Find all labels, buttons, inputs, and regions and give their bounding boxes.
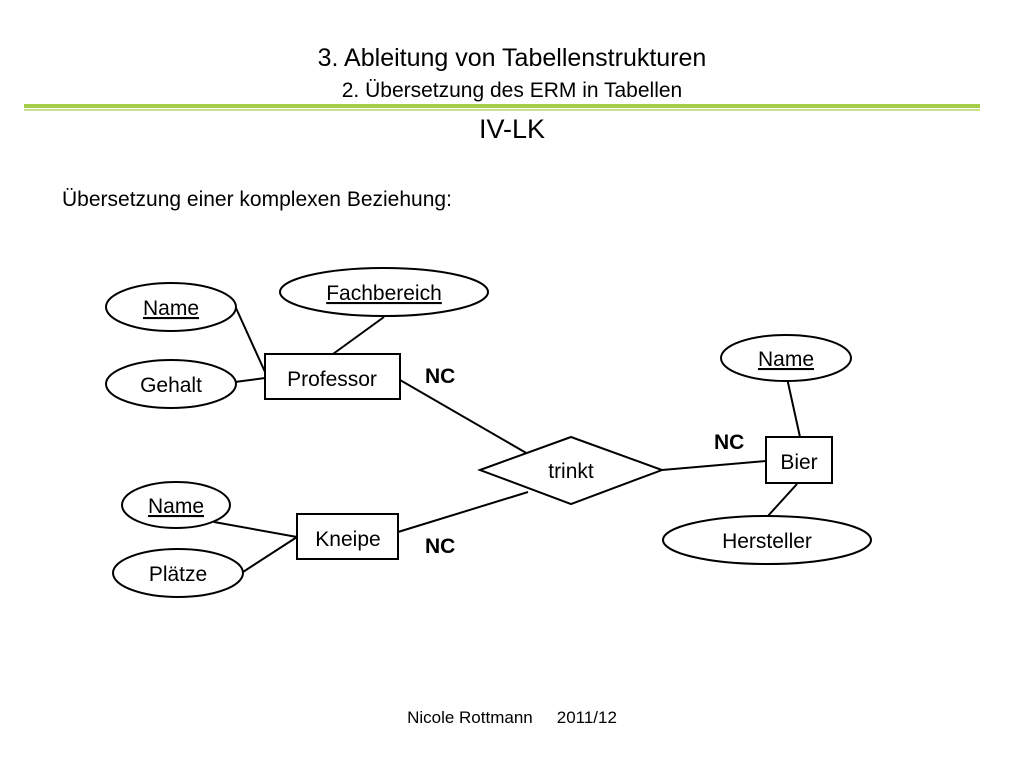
footer-author: Nicole Rottmann [407, 708, 533, 727]
attribute-bier-hersteller-label: Hersteller [722, 530, 812, 553]
attribute-professor-gehalt [105, 359, 237, 409]
line-kneipe-name [213, 521, 298, 538]
attribute-kneipe-plaetze-label: Plätze [149, 563, 207, 586]
attribute-professor-gehalt-label: Gehalt [140, 374, 202, 397]
section-code: IV-LK [478, 114, 546, 144]
page-title: 3. Ableitung von Tabellenstrukturen [317, 44, 707, 72]
cardinality-professor: NC [425, 365, 455, 388]
line-professor-trinkt [399, 379, 529, 455]
relationship-trinkt-label: trinkt [548, 460, 594, 483]
page-subtitle: 2. Übersetzung des ERM in Tabellen [341, 79, 683, 102]
header-divider [24, 104, 980, 108]
header-divider-secondary [24, 109, 980, 111]
attribute-bier-name-label: Name [758, 348, 814, 371]
entity-bier-label: Bier [780, 451, 817, 474]
entity-bier [765, 436, 833, 484]
line-kneipe-plaetze [242, 536, 298, 573]
entity-kneipe-label: Kneipe [315, 528, 380, 551]
footer-date: 2011/12 [556, 708, 617, 727]
attribute-kneipe-name [121, 481, 231, 529]
attribute-professor-name [105, 282, 237, 332]
intro-text: Übersetzung einer komplexen Beziehung: [62, 188, 452, 211]
attribute-professor-fachbereich-label: Fachbereich [326, 282, 442, 305]
line-bier-hersteller [766, 483, 798, 518]
line-bier-name [786, 377, 801, 438]
relationship-trinkt [477, 435, 665, 506]
entity-kneipe [296, 513, 399, 560]
attribute-kneipe-plaetze [112, 548, 244, 598]
attribute-professor-name-label: Name [143, 297, 199, 320]
cardinality-kneipe: NC [425, 535, 455, 558]
line-trinkt-bier [661, 460, 767, 471]
entity-professor [264, 353, 401, 400]
cardinality-bier: NC [714, 431, 744, 454]
line-kneipe-trinkt [397, 491, 529, 533]
footer: Nicole Rottmann 2011/12 [0, 708, 1024, 728]
attribute-bier-name [720, 334, 852, 382]
attribute-professor-fachbereich [279, 267, 489, 317]
line-professor-gehalt [234, 377, 266, 383]
line-professor-name [235, 307, 266, 373]
line-professor-fachbereich [332, 316, 385, 355]
attribute-kneipe-name-label: Name [148, 495, 204, 518]
attribute-bier-hersteller [662, 515, 872, 565]
entity-professor-label: Professor [287, 368, 377, 391]
